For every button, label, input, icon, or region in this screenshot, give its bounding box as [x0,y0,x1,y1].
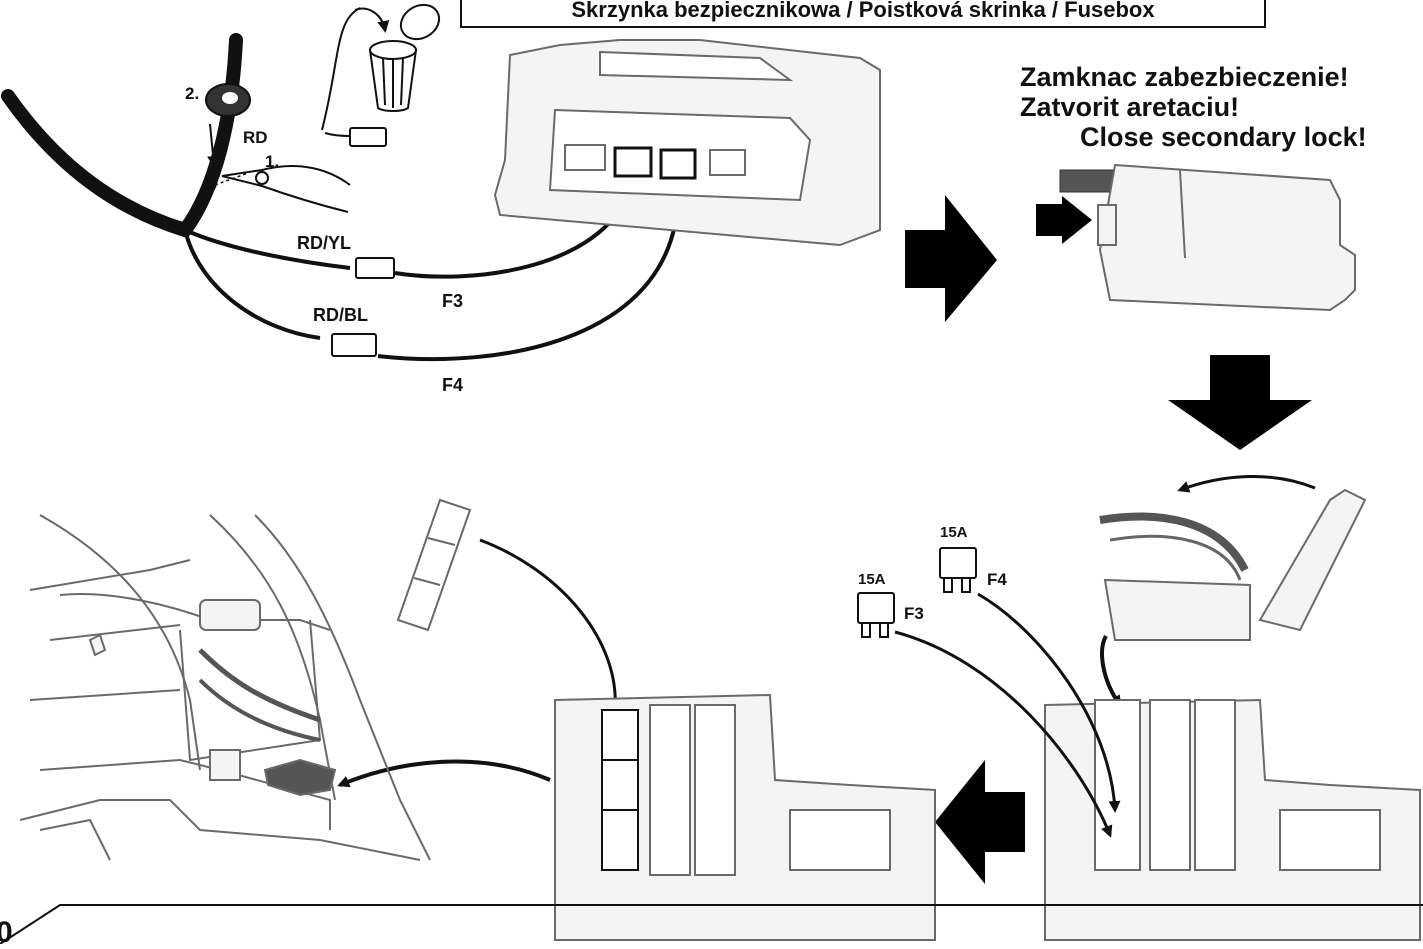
arrow-right [905,195,997,322]
fuse-f3-rating: 15A [858,571,886,588]
fuse-slot-f3-label: F3 [442,291,464,311]
connector-insertion-view [1099,475,1367,708]
vehicle-trunk-view [19,514,431,861]
fusebox-covered-view [554,693,936,941]
tape-icon [205,83,251,117]
pliers-icon [221,164,351,213]
fuse-slot-f4-label: F4 [442,375,464,395]
step-cut-label: 1. [265,152,280,171]
step-tape-label: 2. [185,84,200,103]
fuse-cover-icon [396,498,472,632]
fusebox-fitted-view [1044,698,1421,941]
wire-rd-yl-label: RD/YL [297,233,351,253]
wire-rd-bl-label: RD/BL [313,305,368,325]
fuse-f3-icon [857,592,895,638]
wiring-harness [1,3,685,362]
arrow-down [1168,355,1312,450]
fuse-f3-label: F3 [904,604,924,623]
trash-bin-icon [368,3,441,112]
fuse-f4-icon [939,547,977,593]
page-number: 0 [0,916,13,949]
secondary-lock-view [1036,163,1356,312]
fusebox-top-view [493,39,881,247]
instruction-line-slovak: Zatvorit aretaciu! [1020,92,1240,122]
instruction-line-polish: Zamknac zabezbieczenie! [1020,62,1349,92]
fuse-f4-rating: 15A [940,524,968,541]
fuse-f4-label: F4 [987,570,1007,589]
page-corner [0,904,1423,944]
wire-rd-label: RD [243,128,268,147]
arrow-left [935,760,1025,884]
instruction-line-english: Close secondary lock! [1080,122,1367,152]
fusebox-title: Skrzynka bezpiecznikowa / Poistková skri… [460,0,1266,28]
